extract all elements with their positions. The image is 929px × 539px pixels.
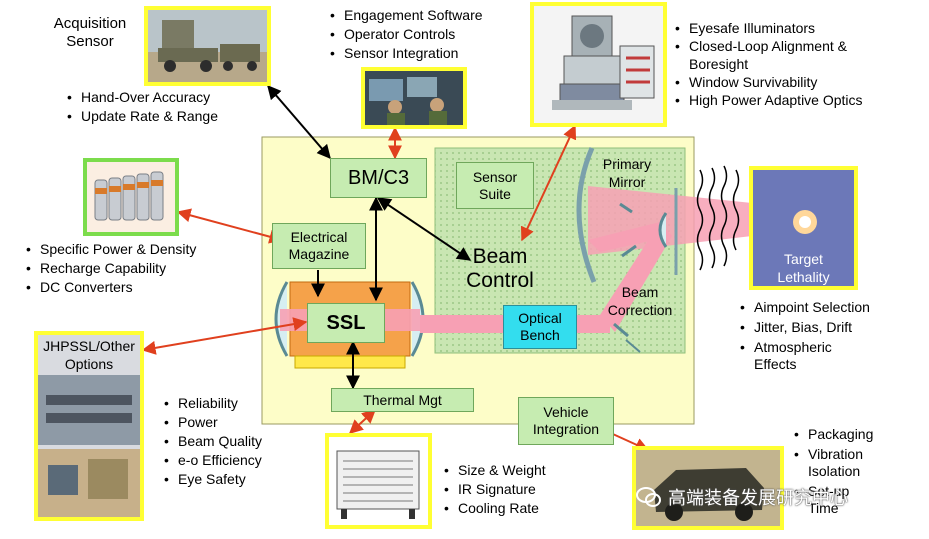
thermal-mgt-label: Thermal Mgt (363, 391, 442, 408)
power-bullets: Specific Power & Density Recharge Capabi… (22, 240, 196, 297)
beam-out (588, 186, 752, 255)
thermal-bullets: Size & Weight IR Signature Cooling Rate (440, 461, 546, 518)
beam-director-photo (530, 2, 667, 127)
bullet-item: Engagement Software (326, 6, 483, 25)
bullet-item: Hand-Over Accuracy (63, 88, 218, 107)
arrow-chiller-thermal (348, 409, 377, 434)
sensor-suite-box[interactable]: Sensor Suite (456, 162, 534, 209)
bullet-item: High Power Adaptive Optics (671, 91, 863, 109)
bullet-item: Eye Safety (160, 470, 262, 489)
bullet-item: Recharge Capability (22, 259, 196, 278)
bullet-item: Cooling Rate (440, 499, 546, 518)
bullet-item: e-o Efficiency (160, 451, 262, 470)
bullet-item: Vibration Isolation (790, 446, 873, 480)
wechat-icon (636, 487, 661, 507)
jhpssl-photo: JHPSSL/Other Options (34, 331, 144, 521)
target-explosion-icon (793, 210, 817, 234)
bullet-item: Sensor Integration (326, 44, 483, 63)
arrow-acq-bmc3 (267, 84, 331, 160)
vehicle-icon (654, 468, 764, 521)
chiller-photo (325, 433, 432, 529)
radar-truck-icon (148, 20, 267, 82)
bullet-item: Beam Quality (160, 432, 262, 451)
ssl-label: SSL (326, 311, 366, 334)
bullet-item: Power (160, 413, 262, 432)
beam-up-correction (600, 222, 672, 332)
primary-mirror-label: Primary Mirror (602, 156, 652, 190)
bullet-item: Eyesafe Illuminators (671, 19, 863, 37)
arrow-battery-magazine (176, 208, 284, 244)
optical-bench-box[interactable]: Optical Bench (503, 305, 577, 349)
bullet-item: IR Signature (440, 480, 546, 499)
ssl-bullets: Reliability Power Beam Quality e-o Effic… (160, 394, 262, 489)
beam-control-label: Beam Control (466, 245, 534, 292)
watermark: 高端装备发展研究中心 (636, 484, 848, 510)
beam-correction-label: Beam Correction (607, 284, 673, 318)
vehicle-integration-label: Vehicle Integration (532, 404, 600, 437)
acquisition-sensor-photo (144, 6, 271, 86)
bullet-item: Packaging (790, 426, 873, 443)
arrow-turret-beamcontrol (520, 124, 577, 242)
acquisition-sensor-label: Acquisition Sensor (53, 15, 127, 50)
target-lethality-label: Target Lethality (777, 251, 830, 285)
bullet-item: Update Rate & Range (63, 107, 218, 126)
bullet-item: Closed-Loop Alignment & Boresight (671, 37, 863, 73)
thermal-mgt-box[interactable]: Thermal Mgt (331, 388, 474, 412)
ssl-box[interactable]: SSL (307, 303, 385, 343)
illuminator-bullets: Eyesafe Illuminators Closed-Loop Alignme… (671, 19, 863, 109)
electrical-magazine-label: Electrical Magazine (288, 229, 350, 262)
ssl-base (294, 355, 406, 369)
bullet-item: Jitter, Bias, Drift (736, 319, 870, 336)
target-photo: Target Lethality (749, 166, 858, 290)
primary-mirror (576, 147, 597, 283)
optical-bench-label: Optical Bench (518, 310, 562, 343)
chiller-icon (336, 450, 420, 519)
bmc3-bullets: Engagement Software Operator Controls Se… (326, 6, 483, 63)
bullet-item: Reliability (160, 394, 262, 413)
bullet-item: Atmospheric Effects (736, 339, 870, 373)
turret-icon (552, 15, 655, 110)
acquisition-bullets: Hand-Over Accuracy Update Rate & Range (63, 88, 218, 126)
bmc3-label: BM/C3 (347, 166, 410, 189)
battery-photo (83, 158, 179, 236)
operators-icon (369, 77, 447, 125)
arrow-bmc3-beamcontrol (376, 197, 472, 261)
arrow-jhpssl-ssl (141, 317, 308, 355)
bullet-item: Specific Power & Density (22, 240, 196, 259)
operators-photo (361, 67, 467, 129)
secondary-mirror (658, 212, 668, 248)
laser-lab-icon (38, 375, 140, 517)
electrical-magazine-box[interactable]: Electrical Magazine (272, 223, 366, 269)
bullet-item: Set-up Time (790, 483, 873, 517)
bullet-item: Window Survivability (671, 73, 863, 91)
battery-icon (94, 171, 164, 221)
vehicle-integration-box[interactable]: Vehicle Integration (518, 397, 614, 445)
vehicle-bullets: Packaging Vibration Isolation Set-up Tim… (790, 426, 873, 517)
bullet-item: Size & Weight (440, 461, 546, 480)
watermark-text: 高端装备发展研究中心 (668, 488, 848, 509)
target-bullets: Aimpoint Selection Jitter, Bias, Drift A… (736, 299, 870, 373)
sensor-suite-label: Sensor Suite (472, 168, 518, 202)
bullet-item: Aimpoint Selection (736, 299, 870, 316)
bmc3-box[interactable]: BM/C3 (330, 158, 427, 198)
bullet-item: DC Converters (22, 278, 196, 297)
bullet-item: Operator Controls (326, 25, 483, 44)
jhpssl-label: JHPSSL/Other Options (43, 338, 135, 372)
vehicle-photo (632, 446, 784, 530)
